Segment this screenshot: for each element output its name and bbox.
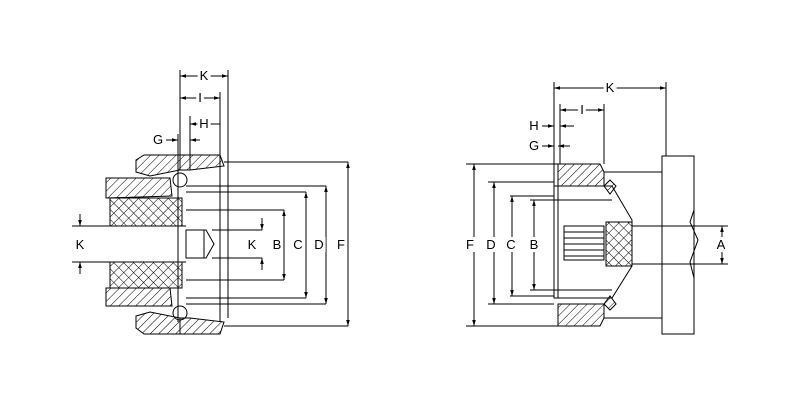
label-mask xyxy=(578,102,586,117)
left-dim-i: I xyxy=(198,90,202,105)
left-dim-c: C xyxy=(293,237,302,252)
label-mask xyxy=(312,237,326,252)
label-mask xyxy=(504,237,518,252)
label-mask xyxy=(73,237,87,252)
right-dim-i: I xyxy=(580,102,584,117)
label-mask xyxy=(714,237,728,252)
left-view xyxy=(72,70,350,335)
label-mask xyxy=(245,237,259,252)
left-tube-bottom xyxy=(109,261,183,289)
right-nut-bottom xyxy=(557,303,605,327)
left-wall-bottom xyxy=(105,287,173,307)
left-oring-bottom xyxy=(172,305,188,321)
right-dim-g: G xyxy=(529,138,539,153)
right-collet xyxy=(563,225,605,261)
label-mask xyxy=(335,237,348,252)
left-nut-top xyxy=(135,154,181,177)
right-view xyxy=(466,82,728,335)
label-mask xyxy=(270,237,284,252)
label-mask xyxy=(603,80,617,95)
left-dim-k-left: K xyxy=(76,237,85,252)
label-mask xyxy=(484,237,498,252)
label-mask xyxy=(291,237,305,252)
left-view-labels: K I H G K K B C D F xyxy=(73,68,348,252)
left-dim-d: D xyxy=(314,237,323,252)
right-panel xyxy=(661,155,695,335)
right-view-labels: K I H G F D C B A xyxy=(464,80,728,252)
left-dim-k-top: K xyxy=(200,68,209,83)
right-dim-b: B xyxy=(530,237,539,252)
left-oring-top xyxy=(172,172,188,188)
left-wall-top xyxy=(105,177,173,199)
right-dim-d: D xyxy=(486,237,495,252)
right-nut-top xyxy=(557,163,605,187)
label-mask xyxy=(197,116,211,131)
left-dim-f: F xyxy=(337,237,345,252)
left-dim-k-inner: K xyxy=(248,237,257,252)
right-dim-k-top: K xyxy=(606,80,615,95)
label-mask xyxy=(197,68,211,83)
left-tube-top xyxy=(109,197,183,227)
right-dim-c: C xyxy=(506,237,515,252)
label-mask xyxy=(464,237,477,252)
left-dim-b: B xyxy=(273,237,282,252)
right-dim-a: A xyxy=(717,237,726,252)
label-mask xyxy=(527,237,541,252)
left-dim-g: G xyxy=(153,132,163,147)
label-mask xyxy=(526,138,542,153)
right-dim-f: F xyxy=(466,237,474,252)
left-dim-h: H xyxy=(199,116,208,131)
label-mask xyxy=(527,118,541,133)
label-mask xyxy=(150,132,166,147)
label-mask xyxy=(196,90,204,105)
right-dim-h: H xyxy=(529,118,538,133)
right-insert xyxy=(605,221,633,267)
left-sleeve-top xyxy=(179,154,225,171)
left-sleeve-bottom xyxy=(179,317,225,335)
